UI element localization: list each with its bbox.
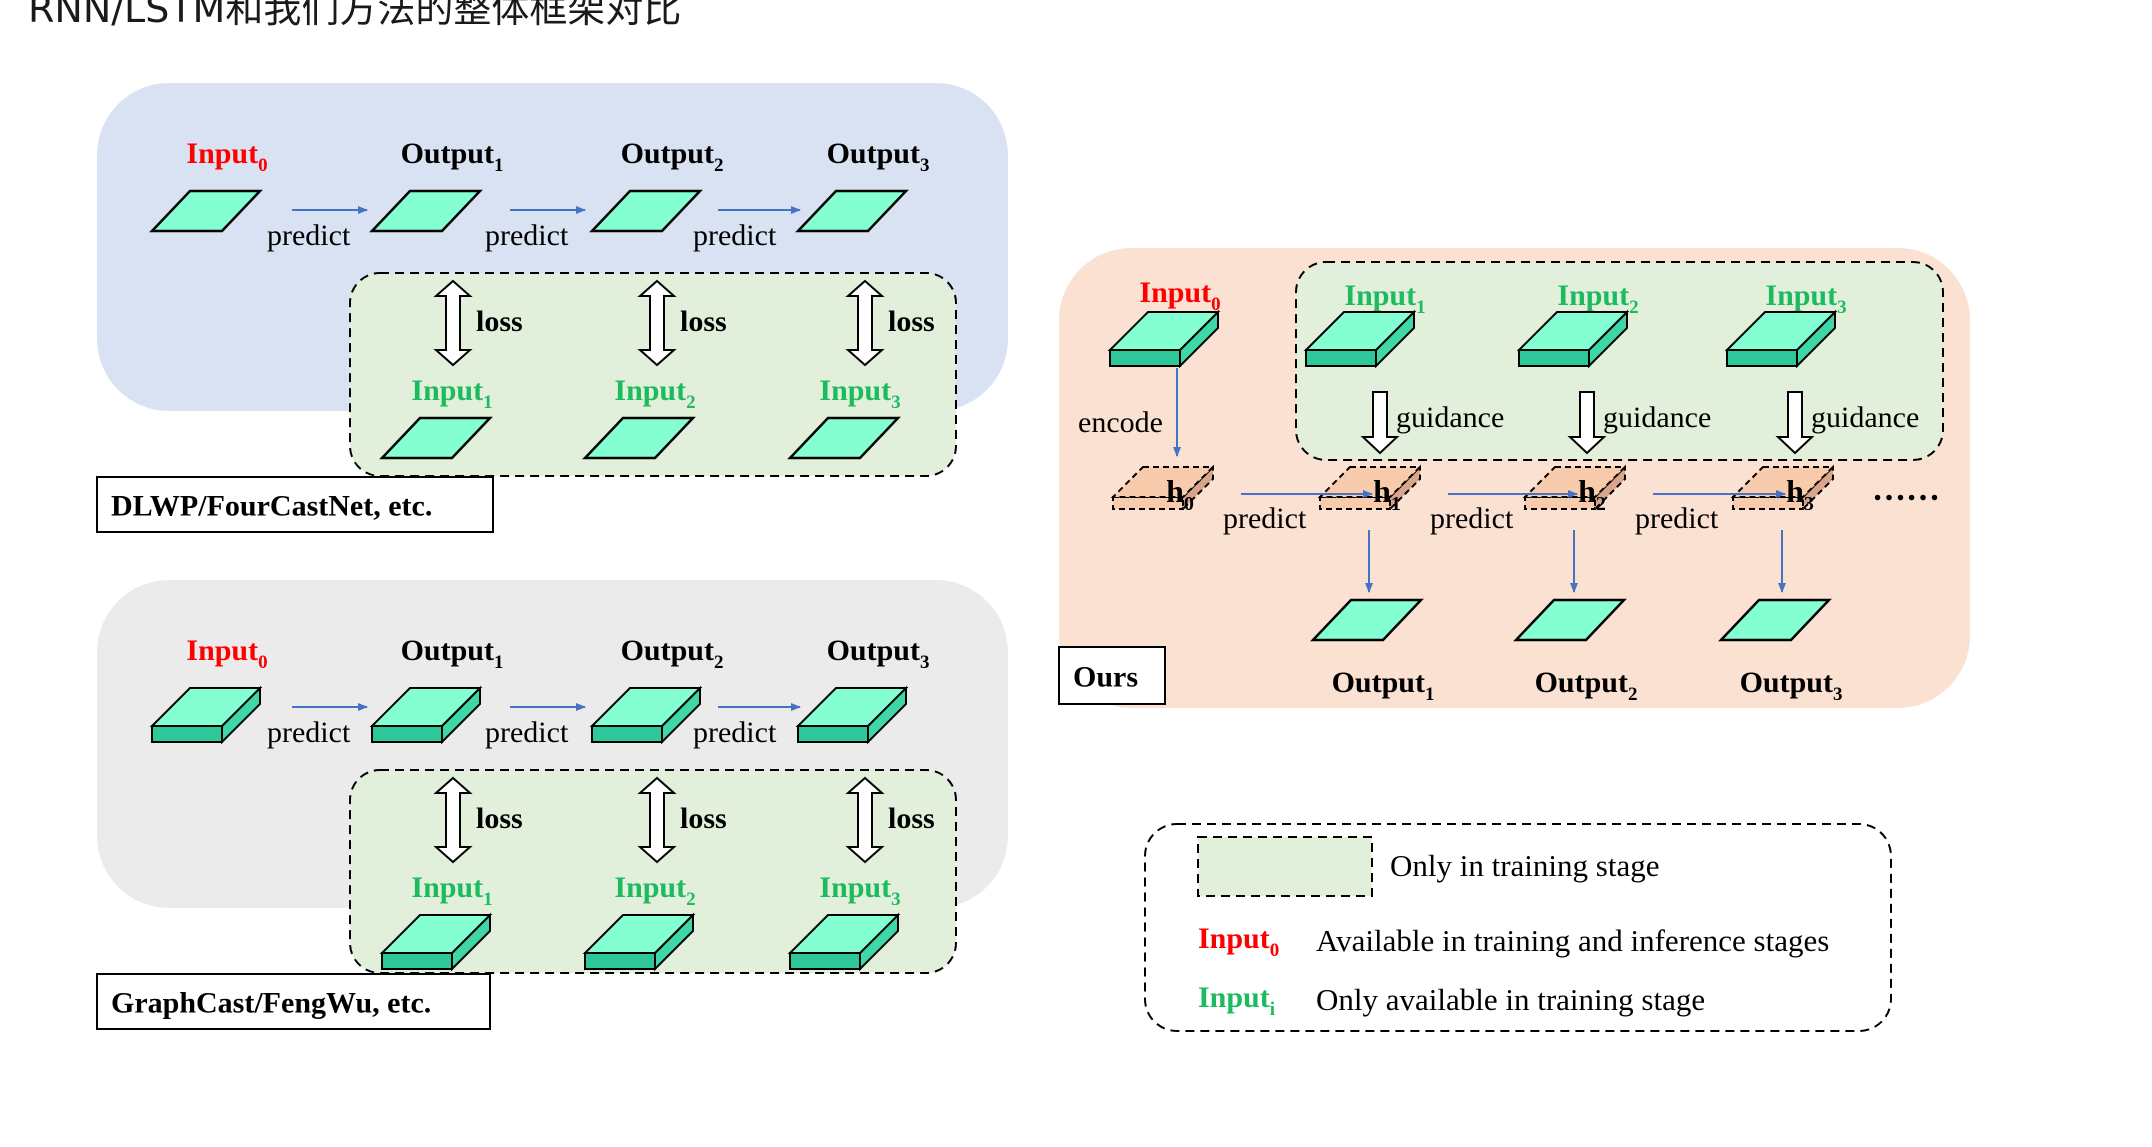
- loss-arrow-1: [433, 776, 473, 864]
- loss-label-1: loss: [476, 802, 523, 835]
- target-label-3: Input3: [819, 871, 900, 910]
- input0-cell: [149, 685, 263, 745]
- output-cell-2: [1513, 598, 1627, 642]
- loss-arrow-3: [845, 776, 885, 864]
- target-cell-3: [787, 912, 901, 972]
- loss-arrow-3: [845, 279, 885, 367]
- guidance-input-label-3: Input3: [1765, 279, 1846, 318]
- ellipsis: ……: [1872, 471, 1940, 508]
- page-title: RNN/LSTM和我们方法的整体框架对比: [28, 0, 682, 31]
- output-label-2: Output2: [621, 137, 724, 176]
- training-only-region: [349, 769, 957, 974]
- caption-dlwp-text: DLWP/FourCastNet, etc.: [111, 490, 432, 523]
- predict-label-3: predict: [693, 716, 777, 749]
- output-label-2: Output2: [621, 634, 724, 673]
- guidance-label-3: guidance: [1811, 401, 1919, 434]
- encode-label: encode: [1078, 406, 1163, 439]
- output-label-1: Output1: [401, 137, 504, 176]
- hidden-label-3: h3: [1786, 473, 1814, 515]
- target-label-2: Input2: [614, 871, 695, 910]
- guidance-arrow-1: [1360, 391, 1400, 455]
- legend-training-text: Only in training stage: [1390, 848, 1659, 883]
- legend-training-swatch: [1197, 836, 1373, 897]
- loss-arrow-1: [433, 279, 473, 367]
- output-label-3: Output3: [827, 137, 930, 176]
- legend-input0-text: Available in training and inference stag…: [1316, 923, 1829, 958]
- guidance-input-label-1: Input1: [1344, 279, 1425, 318]
- input0-label: Input0: [1139, 276, 1220, 315]
- target-cell-2: [582, 416, 696, 460]
- hidden-cell-1: [1317, 464, 1423, 512]
- predict-label-3: predict: [693, 219, 777, 252]
- target-label-2: Input2: [614, 374, 695, 413]
- output-cell-2: [589, 189, 703, 233]
- output-label-3: Output3: [1740, 666, 1843, 705]
- hidden-cell-3: [1730, 464, 1836, 512]
- loss-label-3: loss: [888, 305, 935, 338]
- hidden-label-0: h0: [1166, 473, 1194, 515]
- loss-label-2: loss: [680, 305, 727, 338]
- guidance-input-label-2: Input2: [1557, 279, 1638, 318]
- output-label-2: Output2: [1535, 666, 1638, 705]
- predict-label-2: predict: [485, 219, 569, 252]
- caption-ours: Ours: [1058, 646, 1166, 705]
- panel-dlwp: Input0 Output1 Output2 Output3 predict predic…: [96, 83, 1008, 533]
- target-label-1: Input1: [411, 374, 492, 413]
- guidance-arrow-3: [1775, 391, 1815, 455]
- hidden-cell-2: [1522, 464, 1628, 512]
- legend-inputi-text: Only available in training stage: [1316, 982, 1705, 1017]
- output-cell-1: [1310, 598, 1424, 642]
- guidance-label-1: guidance: [1396, 401, 1504, 434]
- loss-label-2: loss: [680, 802, 727, 835]
- input0-label: Input0: [186, 137, 267, 176]
- output-cell-1: [369, 189, 483, 233]
- loss-label-1: loss: [476, 305, 523, 338]
- target-cell-3: [787, 416, 901, 460]
- output-label-1: Output1: [401, 634, 504, 673]
- target-label-3: Input3: [819, 374, 900, 413]
- guidance-input-cell-3: [1724, 309, 1838, 369]
- legend-inputi-label: Inputi: [1198, 981, 1275, 1020]
- hidden-cell-0: [1110, 464, 1216, 512]
- input0-cell: [149, 189, 263, 233]
- predict-label-2: predict: [485, 716, 569, 749]
- target-cell-1: [379, 416, 493, 460]
- loss-arrow-2: [637, 279, 677, 367]
- caption-graphcast: GraphCast/FengWu, etc.: [96, 973, 491, 1030]
- predict-label-1: predict: [267, 219, 351, 252]
- output-cell-3: [795, 685, 909, 745]
- predict-label-1: predict: [267, 716, 351, 749]
- target-label-1: Input1: [411, 871, 492, 910]
- caption-graphcast-text: GraphCast/FengWu, etc.: [111, 987, 431, 1020]
- guidance-arrow-2: [1567, 391, 1607, 455]
- caption-ours-text: Ours: [1073, 661, 1138, 694]
- panel-ours: Input0 Input1 Input2 Input3 encode guidance gu…: [1058, 248, 1970, 708]
- input0-label: Input0: [186, 634, 267, 673]
- input0-cell: [1107, 309, 1221, 369]
- caption-dlwp: DLWP/FourCastNet, etc.: [96, 476, 494, 533]
- output-cell-3: [1718, 598, 1832, 642]
- output-label-3: Output3: [827, 634, 930, 673]
- target-cell-1: [379, 912, 493, 972]
- hidden-label-2: h2: [1578, 473, 1606, 515]
- output-cell-2: [589, 685, 703, 745]
- loss-label-3: loss: [888, 802, 935, 835]
- hidden-label-1: h1: [1373, 473, 1401, 515]
- legend-input0-label: Input0: [1198, 922, 1279, 961]
- panel-graphcast: Input0 Output1 Output2 Output3 predict predic…: [96, 580, 1008, 1030]
- output-label-1: Output1: [1332, 666, 1435, 705]
- guidance-input-cell-1: [1303, 309, 1417, 369]
- output-cell-1: [369, 685, 483, 745]
- predict-label-1: predict: [1223, 502, 1307, 535]
- training-only-region: [349, 272, 957, 477]
- guidance-label-2: guidance: [1603, 401, 1711, 434]
- predict-label-3: predict: [1635, 502, 1719, 535]
- output-cell-3: [795, 189, 909, 233]
- predict-label-2: predict: [1430, 502, 1514, 535]
- loss-arrow-2: [637, 776, 677, 864]
- guidance-input-cell-2: [1516, 309, 1630, 369]
- target-cell-2: [582, 912, 696, 972]
